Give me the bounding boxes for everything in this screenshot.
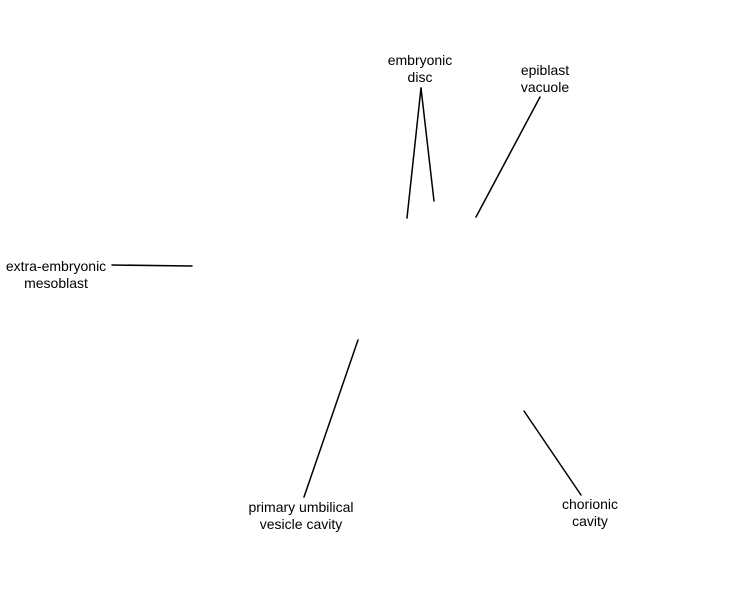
- extra-embryonic-mesoblast-label-line2: mesoblast: [24, 275, 88, 291]
- embryonic-disc-label-line1: embryonic: [387, 52, 453, 68]
- chorionic-cavity-leader-line: [523, 410, 582, 496]
- epiblast-vacuole-label-line2: vacuole: [520, 79, 570, 95]
- embryonic-disc-label-line2: disc: [407, 69, 433, 85]
- chorionic-cavity-label: chorionic cavity: [548, 496, 632, 530]
- chorionic-cavity-label-line1: chorionic: [561, 496, 619, 512]
- epiblast-vacuole-label-line1: epiblast: [520, 62, 570, 78]
- epiblast-vacuole-leader-line: [475, 96, 541, 218]
- embryonic-disc-leader-line-left: [406, 87, 422, 219]
- primary-umbilical-vesicle-cavity-label: primary umbilical vesicle cavity: [238, 499, 364, 533]
- embryonic-disc-label: embryonic disc: [377, 52, 463, 86]
- epiblast-vacuole-label: epiblast vacuole: [505, 62, 585, 96]
- chorionic-cavity-label-line2: cavity: [572, 513, 608, 529]
- extra-embryonic-mesoblast-label: extra-embryonic mesoblast: [0, 258, 112, 292]
- extra-embryonic-mesoblast-leader-line: [111, 264, 193, 267]
- primary-umbilical-vesicle-cavity-leader-line: [303, 339, 359, 498]
- primary-umbilical-vesicle-cavity-label-line2: vesicle cavity: [259, 516, 343, 532]
- extra-embryonic-mesoblast-label-line1: extra-embryonic: [5, 258, 107, 274]
- primary-umbilical-vesicle-cavity-label-line1: primary umbilical: [248, 499, 354, 515]
- embryonic-disc-leader-line-right: [420, 87, 435, 202]
